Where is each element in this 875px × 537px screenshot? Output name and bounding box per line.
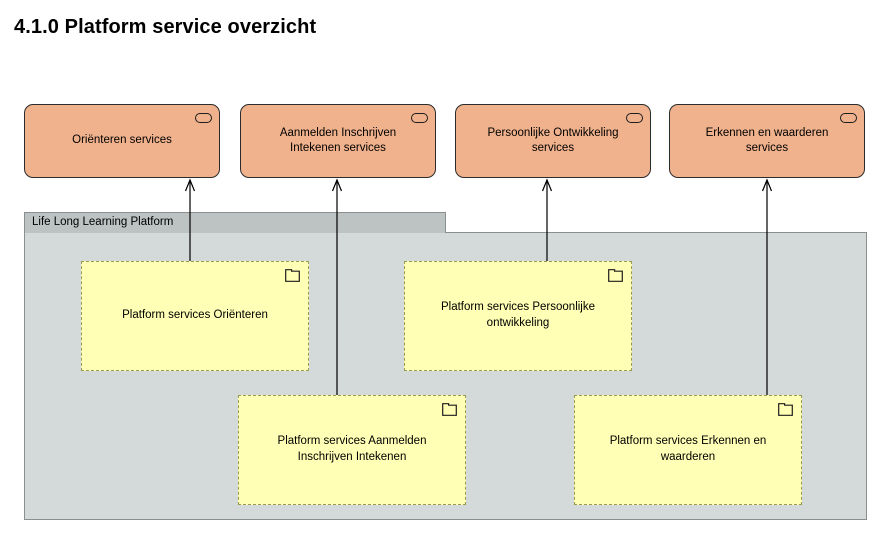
arrowhead-icon — [331, 178, 343, 192]
folder-icon — [442, 403, 457, 416]
folder-icon — [285, 269, 300, 282]
service-node-orienteren-services[interactable]: Oriënteren services — [24, 104, 220, 178]
service-icon — [195, 113, 212, 123]
arrowhead-icon — [761, 178, 773, 192]
service-node-aanmelden-inschrijven-intekenen-services[interactable]: Aanmelden Inschrijven Intekenen services — [240, 104, 436, 178]
service-icon — [626, 113, 643, 123]
folder-icon — [778, 403, 793, 416]
arrowhead-icon — [541, 178, 553, 192]
service-label: Persoonlijke Ontwikkeling services — [487, 126, 619, 154]
arrowhead-icon — [184, 178, 196, 192]
grouping-label: Platform services Aanmelden Inschrijven … — [277, 435, 427, 463]
service-icon — [840, 113, 857, 123]
page-title: 4.1.0 Platform service overzicht — [14, 16, 317, 38]
grouping-node-platform-services-aanmelden-inschrijven-intekenen[interactable]: Platform services Aanmelden Inschrijven … — [238, 395, 466, 505]
grouping-node-platform-services-erkennen-en-waarderen[interactable]: Platform services Erkennen en waarderen — [574, 395, 802, 505]
service-node-erkennen-en-waarderen-services[interactable]: Erkennen en waarderen services — [669, 104, 865, 178]
folder-icon — [608, 269, 623, 282]
container-label: Life Long Learning Platform — [32, 216, 174, 229]
service-label: Erkennen en waarderen services — [705, 126, 829, 154]
container-header-tab[interactable]: Life Long Learning Platform — [24, 212, 446, 233]
grouping-node-platform-services-persoonlijke-ontwikkeling[interactable]: Platform services Persoonlijke ontwikkel… — [404, 261, 632, 371]
service-label: Oriënteren services — [72, 134, 172, 147]
grouping-node-platform-services-orienteren[interactable]: Platform services Oriënteren — [81, 261, 309, 371]
grouping-label: Platform services Oriënteren — [122, 309, 268, 322]
service-label: Aanmelden Inschrijven Intekenen services — [279, 126, 397, 154]
service-icon — [411, 113, 428, 123]
grouping-label: Platform services Persoonlijke ontwikkel… — [440, 301, 596, 329]
grouping-label: Platform services Erkennen en waarderen — [609, 435, 767, 463]
service-node-persoonlijke-ontwikkeling-services[interactable]: Persoonlijke Ontwikkeling services — [455, 104, 651, 178]
